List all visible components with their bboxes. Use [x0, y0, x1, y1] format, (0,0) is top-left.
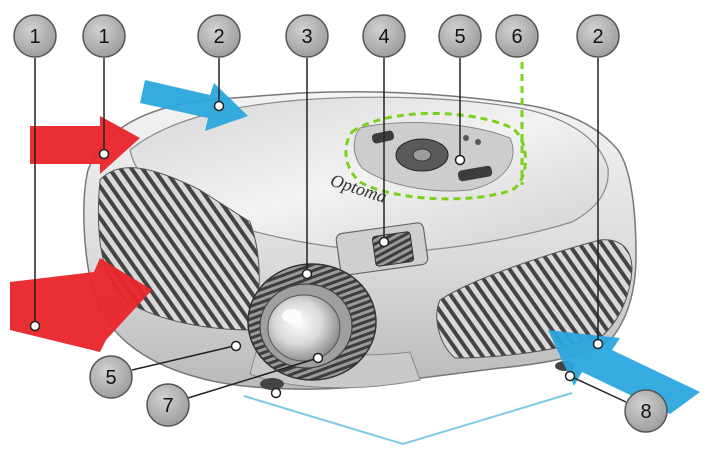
leader-dots	[29, 100, 604, 399]
callout-bubble: 3	[285, 14, 329, 58]
callout-bubble: 1	[13, 14, 57, 58]
adjustable-foot	[260, 378, 284, 390]
intake-arrow-right	[548, 330, 700, 414]
callout-number: 4	[378, 26, 389, 48]
callout-number: 2	[592, 26, 603, 48]
exhaust-arrow-upper	[30, 116, 140, 174]
led-indicator	[475, 139, 481, 145]
callout-number: 5	[105, 367, 116, 389]
power-button	[371, 130, 395, 144]
source-button	[458, 165, 493, 182]
callout-bubble: 6	[495, 14, 539, 58]
callout-number: 1	[29, 26, 40, 48]
callout-number: 5	[454, 26, 465, 48]
callout-bubble: 5	[438, 14, 482, 58]
callout-bubble: 4	[362, 14, 406, 58]
callout-number: 2	[213, 26, 224, 48]
airflow-arrows	[10, 80, 700, 414]
callout-bubble: 2	[576, 14, 620, 58]
leader-lines	[34, 58, 627, 403]
callout-bubble: 5	[89, 355, 133, 399]
intake-arrow-top	[140, 80, 248, 131]
callout-bubble: 2	[197, 14, 241, 58]
callout-number: 3	[301, 26, 312, 48]
callout-number: 7	[162, 395, 173, 417]
callout-bubbles: 1 1 2 3 4 5 6 2	[13, 14, 668, 433]
exhaust-arrow-lower	[10, 258, 152, 352]
callout-number: 8	[640, 401, 651, 423]
callout-number: 1	[98, 26, 109, 48]
led-indicator	[463, 135, 469, 141]
callout-bubble: 7	[146, 383, 190, 427]
keypad-highlight	[344, 112, 527, 201]
callout-bubble: 1	[82, 14, 126, 58]
lens-glass	[267, 294, 341, 362]
right-side-vent	[436, 239, 633, 359]
feet-bracket	[243, 392, 573, 446]
control-panel	[353, 122, 514, 192]
lens-assembly	[247, 263, 377, 381]
projector-body: Optoma	[83, 91, 637, 390]
callout-number: 6	[511, 26, 522, 48]
callout-bubble: 8	[624, 389, 668, 433]
